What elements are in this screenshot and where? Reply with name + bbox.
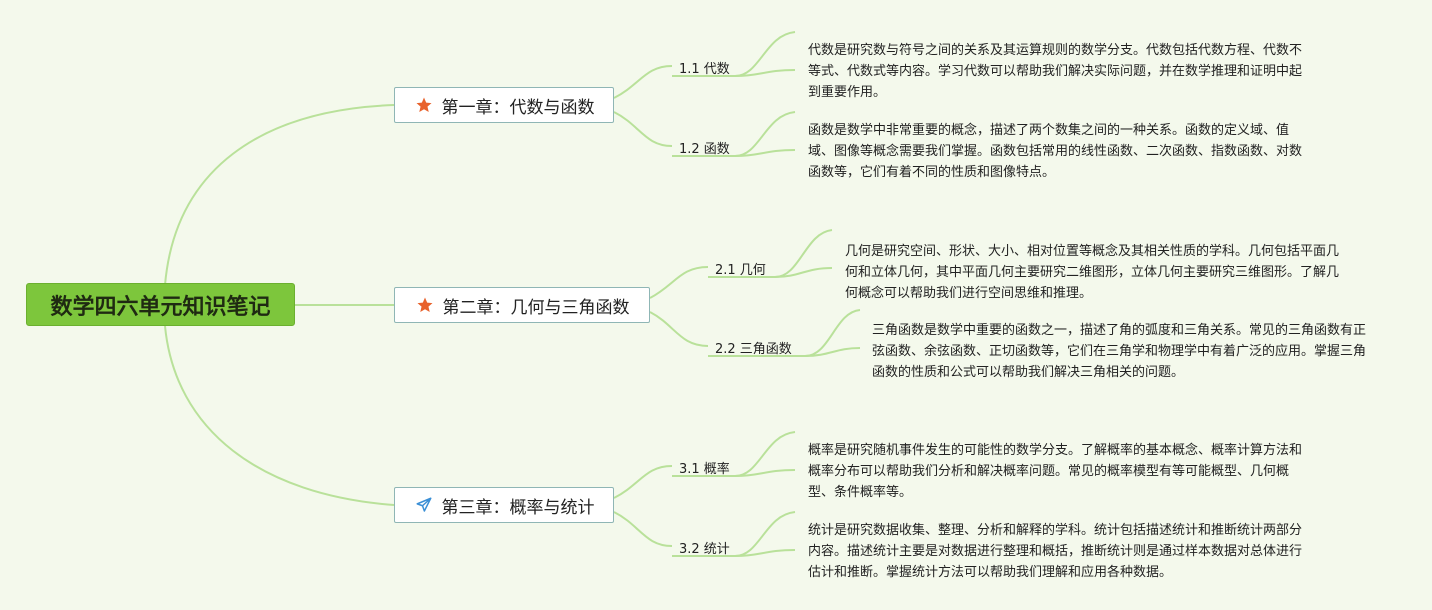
topic-label[interactable]: 3.2 统计 (679, 542, 730, 557)
chapter-title: 第二章：几何与三角函数 (442, 297, 630, 318)
bracket-line (774, 229, 833, 278)
topic-description: 函数是数学中非常重要的概念，描述了两个数集之间的一种关系。函数的定义域、值域、图… (808, 123, 1303, 180)
topic-description: 代数是研究数与符号之间的关系及其运算规则的数学分支。代数包括代数方程、代数不等式… (808, 43, 1303, 100)
bracket-line (774, 267, 833, 278)
topic-description: 几何是研究空间、形状、大小、相对位置等概念及其相关性质的学科。几何包括平面几何和… (845, 244, 1340, 301)
topic-label[interactable]: 2.2 三角函数 (715, 342, 792, 357)
bracket-line (734, 469, 796, 477)
chapter-1-to-topic-1-line (613, 65, 673, 99)
topic-description: 概率是研究随机事件发生的可能性的数学分支。了解概率的基本概念、概率计算方法和概率… (808, 443, 1303, 500)
star-icon (414, 95, 434, 115)
root-node[interactable]: 数学四六单元知识笔记 (26, 283, 295, 326)
root-to-chapter-3-line (164, 325, 395, 506)
star-icon (415, 295, 435, 315)
chapter-node-2[interactable]: 第二章：几何与三角函数 (394, 287, 650, 323)
bracket-line (734, 549, 796, 557)
chapter-title: 第一章：代数与函数 (441, 97, 595, 118)
bracket-line (804, 347, 861, 357)
chapter-2-to-topic-2-line (649, 311, 709, 347)
chapter-3-to-topic-2-line (613, 511, 673, 547)
chapter-title: 第三章：概率与统计 (441, 497, 595, 518)
topic-description: 统计是研究数据收集、整理、分析和解释的学科。统计包括描述统计和推断统计两部分内容… (808, 523, 1303, 580)
paper-plane-icon (414, 495, 434, 515)
bracket-line (734, 69, 796, 77)
chapter-node-1[interactable]: 第一章：代数与函数 (394, 87, 614, 123)
topic-label[interactable]: 3.1 概率 (679, 462, 730, 477)
bracket-line (734, 149, 796, 157)
chapter-1-to-topic-2-line (613, 111, 673, 147)
topic-label[interactable]: 1.1 代数 (679, 62, 730, 77)
chapter-node-3[interactable]: 第三章：概率与统计 (394, 487, 614, 523)
topic-label[interactable]: 2.1 几何 (715, 263, 766, 278)
topic-description: 三角函数是数学中重要的函数之一，描述了角的弧度和三角关系。常见的三角函数有正弦函… (872, 323, 1367, 380)
chapter-2-to-topic-1-line (649, 266, 709, 299)
topic-label[interactable]: 1.2 函数 (679, 142, 730, 157)
chapter-3-to-topic-1-line (613, 465, 673, 499)
root-to-chapter-1-line (164, 104, 395, 286)
